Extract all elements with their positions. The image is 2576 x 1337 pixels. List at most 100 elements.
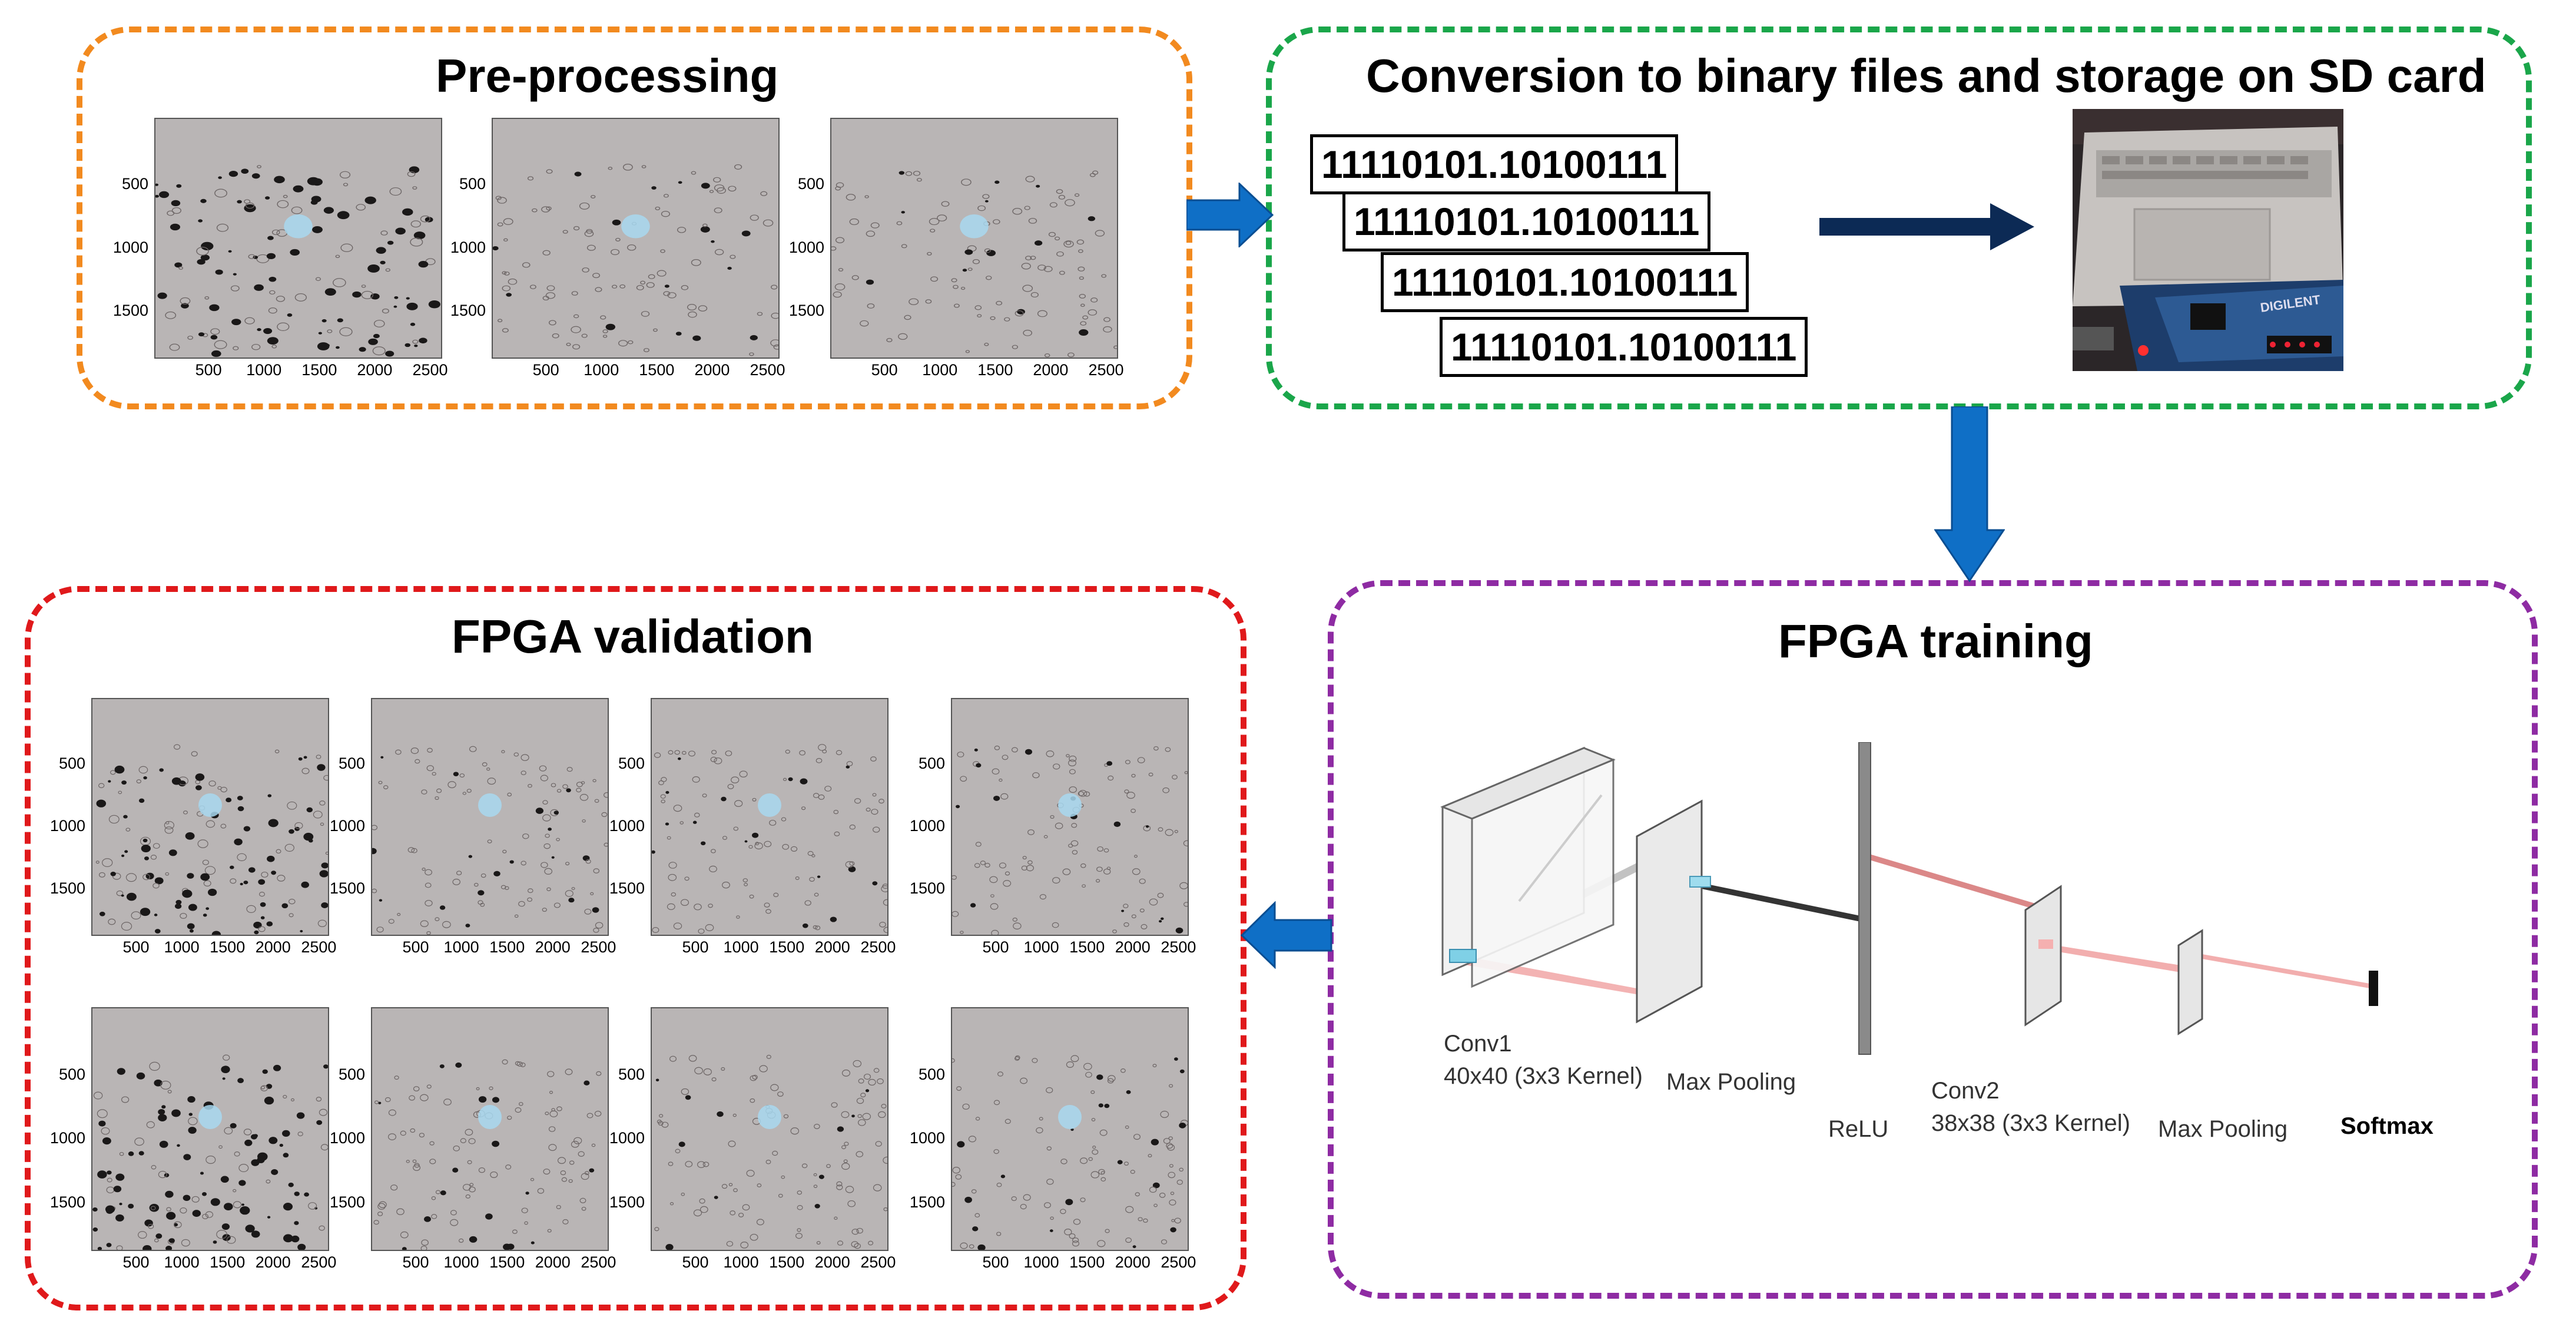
x-tick-label: 500: [532, 361, 559, 379]
x-tick-label: 1000: [164, 938, 200, 956]
training-title: FPGA training: [1778, 615, 2093, 667]
x-tick-label: 2000: [535, 938, 571, 956]
validation-title: FPGA validation: [452, 610, 814, 663]
microscopy-image: [492, 118, 780, 359]
x-tick-label: 2500: [1161, 1253, 1196, 1271]
y-tick-label: 500: [797, 175, 824, 193]
y-tick-label: 500: [918, 754, 945, 772]
microscopy-image: [91, 1007, 329, 1251]
x-tick-label: 1000: [922, 361, 958, 379]
x-tick-label: 1500: [489, 938, 525, 956]
y-tick-label: 1000: [49, 817, 85, 835]
x-tick-label: 1000: [723, 1253, 759, 1271]
x-tick-label: 1000: [723, 938, 759, 956]
beam: [1869, 854, 2037, 910]
x-tick-label: 1500: [769, 1253, 805, 1271]
x-tick-label: 2500: [750, 361, 785, 379]
arrow-right-icon: [1186, 183, 1274, 247]
x-tick-label: 500: [982, 1253, 1009, 1271]
microscopy-image: [371, 1007, 609, 1251]
y-tick-label: 500: [338, 1065, 365, 1083]
x-tick-label: 1500: [301, 361, 337, 379]
microscopy-image: [951, 698, 1189, 936]
x-tick-label: 2500: [301, 938, 337, 956]
y-tick-label: 1500: [609, 1193, 645, 1212]
y-tick-label: 1000: [450, 238, 486, 256]
binary-line: 11110101.10100111: [1440, 317, 1808, 377]
conv1-label: Conv1 40x40 (3x3 Kernel): [1444, 1031, 1643, 1089]
maxpool1-block: [1636, 799, 1711, 1024]
x-tick-label: 2500: [581, 1253, 616, 1271]
x-tick-label: 1000: [584, 361, 619, 379]
x-tick-label: 500: [122, 1253, 150, 1271]
y-tick-label: 500: [618, 754, 645, 772]
maxpool1-label: Max Pooling: [1666, 1069, 1796, 1095]
x-tick-label: 1500: [977, 361, 1013, 379]
y-tick-label: 500: [338, 754, 365, 772]
y-tick-label: 1500: [450, 302, 486, 320]
preprocessing-title: Pre-processing: [436, 49, 779, 102]
conversion-title: Conversion to binary files and storage o…: [1366, 49, 2487, 102]
beam: [1690, 881, 1861, 922]
y-tick-label: 1000: [909, 817, 945, 835]
x-tick-label: 1000: [443, 1253, 479, 1271]
x-tick-label: 2000: [255, 1253, 291, 1271]
x-tick-label: 2500: [860, 938, 896, 956]
microscopy-image: [951, 1007, 1189, 1251]
microscopy-image: [651, 698, 888, 936]
y-tick-label: 1500: [609, 879, 645, 897]
x-tick-label: 500: [871, 361, 898, 379]
x-tick-label: 500: [195, 361, 222, 379]
y-tick-label: 1000: [112, 238, 148, 256]
binary-line: 11110101.10100111: [1381, 252, 1749, 312]
x-tick-label: 1000: [1023, 938, 1059, 956]
cnn-diagram: [1440, 742, 2378, 1055]
y-tick-label: 1000: [609, 1129, 645, 1147]
x-tick-label: 1000: [246, 361, 282, 379]
x-tick-label: 2000: [357, 361, 393, 379]
y-tick-label: 1000: [909, 1129, 945, 1147]
y-tick-label: 1000: [788, 238, 824, 256]
x-tick-label: 500: [682, 1253, 709, 1271]
x-tick-label: 2500: [860, 1253, 896, 1271]
y-tick-label: 1000: [609, 817, 645, 835]
y-tick-label: 1500: [49, 1193, 85, 1212]
relu-bar: [1858, 742, 1871, 1055]
x-tick-label: 2000: [255, 938, 291, 956]
y-tick-label: 500: [618, 1065, 645, 1083]
x-tick-label: 500: [402, 938, 429, 956]
relu-label: ReLU: [1828, 1116, 1889, 1142]
y-tick-label: 500: [121, 175, 148, 193]
laptop-fpga-photo: DIGILENT: [2073, 109, 2343, 371]
x-tick-label: 1500: [1069, 1253, 1105, 1271]
softmax-label: Softmax: [2340, 1113, 2434, 1139]
microscopy-image: [91, 698, 329, 936]
maxpool2-block: [2177, 929, 2203, 1035]
y-tick-label: 1500: [329, 1193, 365, 1212]
binary-line: 11110101.10100111: [1342, 191, 1711, 251]
x-tick-label: 1500: [489, 1253, 525, 1271]
x-tick-label: 500: [402, 1253, 429, 1271]
y-tick-label: 1500: [909, 1193, 945, 1212]
y-tick-label: 1500: [112, 302, 148, 320]
x-tick-label: 2500: [581, 938, 616, 956]
y-tick-label: 500: [58, 1065, 85, 1083]
microscopy-image: [371, 698, 609, 936]
x-tick-label: 500: [682, 938, 709, 956]
arrow-down-icon: [1934, 406, 2005, 583]
conv1-block: [1440, 746, 1616, 988]
arrow-left-icon: [1240, 901, 1332, 969]
y-tick-label: 1500: [49, 879, 85, 897]
y-tick-label: 1000: [329, 817, 365, 835]
microscopy-image: [830, 118, 1118, 359]
x-tick-label: 2500: [1088, 361, 1124, 379]
y-tick-label: 1000: [49, 1129, 85, 1147]
x-tick-label: 2000: [1115, 938, 1151, 956]
x-tick-label: 1500: [639, 361, 675, 379]
x-tick-label: 2000: [1033, 361, 1069, 379]
x-tick-label: 1000: [1023, 1253, 1059, 1271]
microscopy-image: [651, 1007, 888, 1251]
microscopy-image: [154, 118, 442, 359]
maxpool2-label: Max Pooling: [2158, 1116, 2288, 1142]
x-tick-label: 2000: [814, 938, 850, 956]
